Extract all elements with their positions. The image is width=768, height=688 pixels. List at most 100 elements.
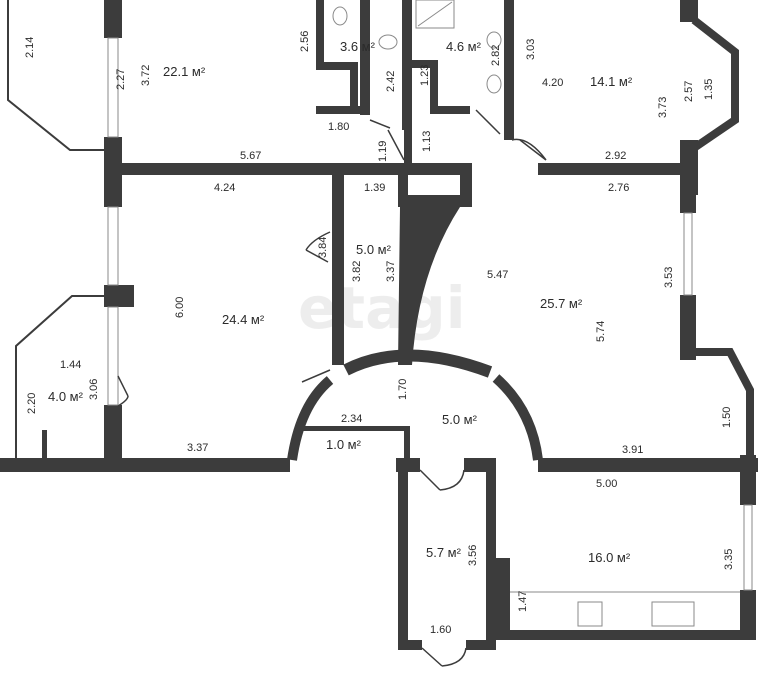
area-label-living-room: 22.1 м² bbox=[163, 64, 206, 79]
wall bbox=[300, 426, 408, 431]
wall bbox=[680, 140, 698, 195]
wall bbox=[412, 60, 432, 68]
watermark: etagi bbox=[298, 274, 466, 342]
dimension-label: 3.72 bbox=[140, 65, 152, 86]
dimension-label: 3.73 bbox=[657, 97, 669, 118]
dimension-label: 1.50 bbox=[721, 407, 733, 428]
wall bbox=[350, 62, 358, 107]
dimension-label: 1.80 bbox=[328, 121, 349, 133]
dimension-label: 3.37 bbox=[385, 261, 397, 282]
area-label-closet: 1.0 м² bbox=[326, 437, 362, 452]
door bbox=[421, 647, 467, 667]
dimension-label: 6.00 bbox=[174, 297, 186, 318]
wall bbox=[466, 640, 496, 650]
dimension-label: 2.92 bbox=[605, 150, 626, 162]
sink-icon bbox=[486, 31, 502, 49]
wall bbox=[316, 0, 324, 70]
kitchen-sink-icon bbox=[651, 601, 695, 627]
wall bbox=[332, 175, 344, 365]
balcony-outline bbox=[15, 295, 104, 458]
wall bbox=[538, 163, 698, 175]
dimension-label: 1.23 bbox=[419, 65, 431, 86]
toilet-icon bbox=[332, 6, 348, 26]
dimension-label: 2.34 bbox=[341, 413, 362, 425]
door bbox=[475, 109, 501, 135]
wall bbox=[486, 465, 496, 650]
area-label-storage: 5.7 м² bbox=[426, 545, 462, 560]
wall bbox=[496, 558, 510, 630]
wall bbox=[680, 195, 696, 213]
area-label-foyer: 5.0 м² bbox=[442, 412, 478, 427]
dimension-label: 2.14 bbox=[24, 37, 36, 58]
dimension-label: 1.35 bbox=[703, 79, 715, 100]
wall bbox=[680, 295, 696, 360]
dimension-label: 3.03 bbox=[525, 39, 537, 60]
door bbox=[511, 138, 547, 161]
wall bbox=[398, 465, 408, 650]
door bbox=[117, 375, 129, 407]
sink-icon bbox=[378, 34, 398, 50]
area-label-wardrobe: 5.0 м² bbox=[356, 242, 392, 257]
dimension-label: 3.37 bbox=[187, 442, 208, 454]
area-label-kitchen: 16.0 м² bbox=[588, 550, 631, 565]
wall bbox=[680, 0, 698, 22]
dimension-label: 2.57 bbox=[683, 81, 695, 102]
wall bbox=[343, 349, 493, 378]
area-label-hall: 25.7 м² bbox=[540, 296, 583, 311]
dimension-label: 5.74 bbox=[595, 321, 607, 342]
wall bbox=[740, 455, 756, 505]
wall bbox=[0, 458, 290, 472]
window bbox=[743, 504, 753, 591]
dimension-label: 1.44 bbox=[60, 359, 81, 371]
wall bbox=[430, 60, 438, 110]
door bbox=[305, 231, 331, 263]
wall bbox=[404, 128, 412, 165]
dimension-label: 3.91 bbox=[622, 444, 643, 456]
wall bbox=[104, 175, 122, 207]
dimension-label: 1.60 bbox=[430, 624, 451, 636]
toilet-icon bbox=[486, 74, 502, 94]
dimension-label: 2.27 bbox=[115, 69, 127, 90]
window bbox=[107, 37, 119, 138]
area-label-bedroom-right: 14.1 м² bbox=[590, 74, 633, 89]
area-label-balcony: 4.0 м² bbox=[48, 389, 84, 404]
wall bbox=[104, 405, 122, 465]
area-label-bathroom: 3.6 м² bbox=[340, 39, 376, 54]
dimension-label: 1.39 bbox=[364, 182, 385, 194]
dimension-label: 3.35 bbox=[723, 549, 735, 570]
wall bbox=[740, 590, 756, 638]
window bbox=[107, 306, 119, 406]
wall bbox=[504, 0, 514, 140]
wall bbox=[360, 0, 370, 115]
dimension-label: 5.67 bbox=[240, 150, 261, 162]
dimension-label: 3.82 bbox=[351, 261, 363, 282]
balcony-outline bbox=[7, 0, 104, 151]
wall bbox=[398, 640, 422, 650]
wall bbox=[398, 175, 408, 203]
dimension-label: 1.70 bbox=[397, 379, 409, 400]
door bbox=[369, 119, 405, 161]
wall bbox=[398, 195, 460, 207]
wall bbox=[398, 207, 460, 365]
area-label-toilet: 4.6 м² bbox=[446, 39, 482, 54]
wall bbox=[42, 430, 47, 460]
wall bbox=[287, 376, 334, 461]
dimension-label: 4.20 bbox=[542, 77, 563, 89]
window bbox=[107, 206, 119, 286]
wall bbox=[316, 62, 356, 70]
dimension-label: 3.06 bbox=[88, 379, 100, 400]
bay-window bbox=[691, 16, 739, 152]
dimension-label: 3.84 bbox=[317, 237, 329, 258]
wall bbox=[104, 285, 134, 307]
stove-icon bbox=[577, 601, 603, 627]
dimension-label: 2.82 bbox=[490, 45, 502, 66]
wall bbox=[492, 374, 543, 461]
wall bbox=[430, 106, 470, 114]
door bbox=[301, 369, 331, 383]
dimension-label: 3.53 bbox=[663, 267, 675, 288]
door bbox=[419, 469, 465, 491]
dimension-label: 1.13 bbox=[421, 131, 433, 152]
wall bbox=[488, 630, 756, 640]
wall bbox=[104, 0, 122, 38]
wall bbox=[538, 458, 758, 472]
